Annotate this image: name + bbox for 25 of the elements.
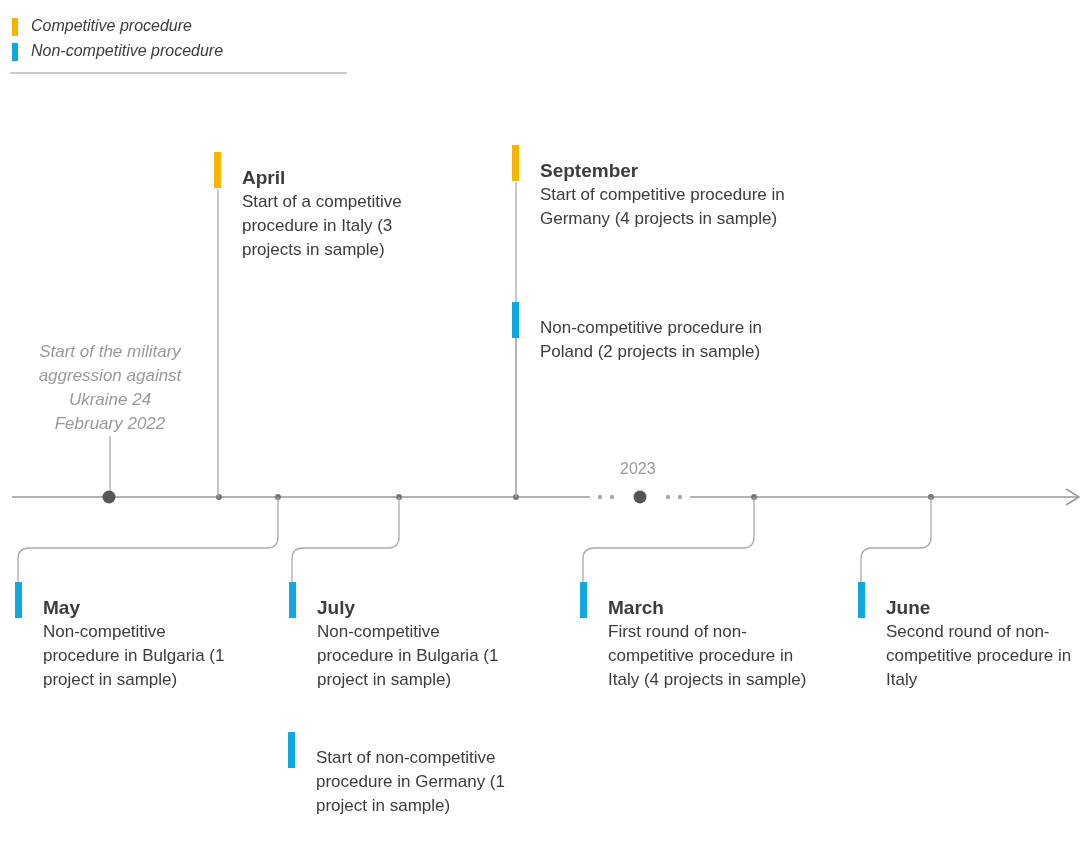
event-date: July bbox=[317, 596, 357, 620]
event-description: Non-competitive procedure in Bulgaria (1 project in sample) bbox=[43, 621, 226, 691]
event-date: June bbox=[886, 596, 932, 620]
event-description: Start of competitive procedure in Germany (4 projects in sample) bbox=[540, 184, 786, 230]
leader-line bbox=[291, 496, 400, 583]
event-date: May bbox=[43, 596, 81, 620]
event-date: September bbox=[540, 159, 640, 183]
leader-line bbox=[109, 435, 111, 492]
event-date: April bbox=[242, 166, 287, 190]
leader-line bbox=[17, 496, 279, 583]
leader-line bbox=[515, 335, 517, 498]
event-date: March bbox=[608, 596, 665, 620]
event-description: First round of non-competitive procedure in Italy (4 projects in sample) bbox=[608, 621, 808, 691]
event-description: Start of a competitive procedure in Italy (3 projects in sample) bbox=[242, 191, 403, 261]
event-description: Second round of non-competitive procedure in Italy bbox=[886, 621, 1073, 691]
legend-text: Competitive procedure bbox=[31, 17, 192, 34]
leader-line bbox=[860, 496, 932, 583]
legend-text: Non-competitive procedure bbox=[31, 42, 224, 59]
year-label: 2023 bbox=[620, 460, 656, 478]
event-note: Start of the military aggression against Ukraine 24 February 2022 bbox=[38, 340, 182, 436]
leader-line bbox=[582, 496, 755, 583]
event-description: Non-competitive procedure in Poland (2 projects in sample) bbox=[540, 317, 764, 363]
leader-line bbox=[217, 188, 219, 498]
event-description: Start of non-competitive procedure in Germany (1 project in sample) bbox=[316, 747, 506, 817]
event-description: Non-competitive procedure in Bulgaria (1 project in sample) bbox=[317, 621, 500, 691]
